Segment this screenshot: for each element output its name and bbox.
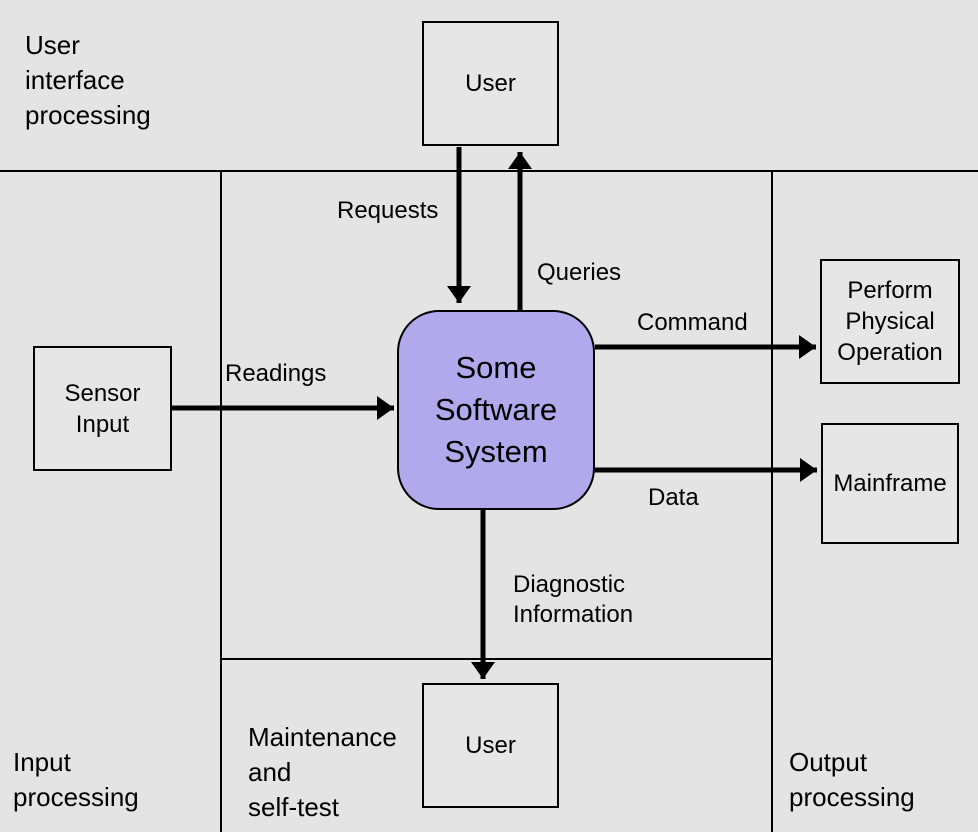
region-label-output-processing: Output processing: [789, 747, 915, 812]
region-label-maintenance-self-test: Maintenance and self-test: [248, 722, 397, 822]
node-user-bottom: User: [422, 683, 559, 808]
node-some-software-system: Some Software System: [397, 310, 595, 510]
flow-label-data: Data: [648, 484, 699, 511]
node-mainframe: Mainframe: [821, 423, 959, 544]
flow-label-readings: Readings: [225, 360, 327, 387]
flow-label-command: Command: [637, 309, 748, 336]
flow-label-requests: Requests: [337, 197, 439, 224]
flow-label-diagnostic-information: Diagnostic Information: [513, 571, 634, 628]
region-divider-lines: [0, 170, 978, 832]
node-sensor-input: Sensor Input: [33, 346, 172, 471]
region-label-user-interface-processing: User interface processing: [25, 30, 151, 130]
node-user-top: User: [422, 21, 559, 146]
node-perform-physical-operation: Perform Physical Operation: [820, 259, 960, 384]
flow-label-queries: Queries: [537, 259, 622, 286]
flow-arrows: [172, 147, 817, 679]
region-label-input-processing: Input processing: [13, 747, 139, 812]
